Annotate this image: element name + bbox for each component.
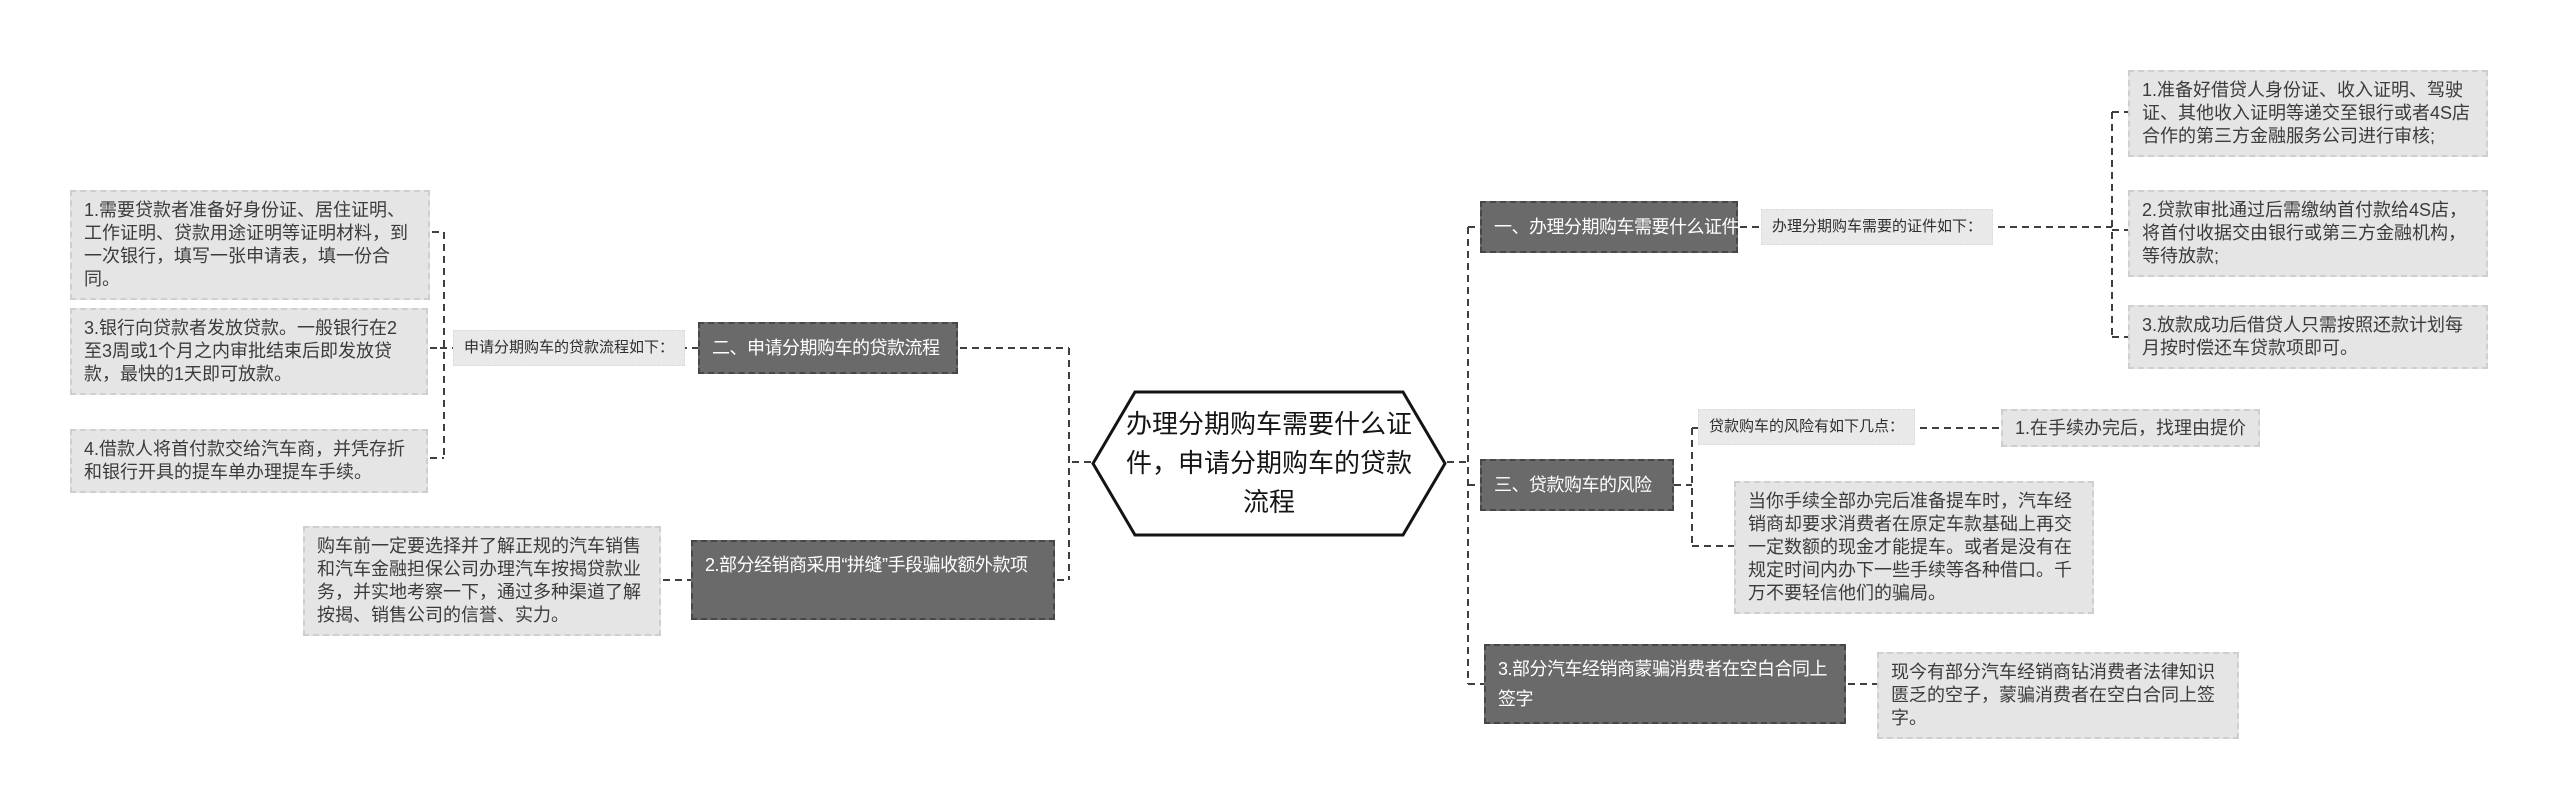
risk-title-block[interactable]: 1.在手续办完后，找理由提价 (2001, 409, 2261, 447)
hint-label-documents: 办理分期购车需要的证件如下： (1761, 209, 1994, 245)
risk-detail-block[interactable]: 当你手续全部办完后准备提车时，汽车经销商却要求消费者在原定车款基础上再交一定数额… (1734, 481, 2094, 614)
hint-label-risks: 贷款购车的风险有如下几点： (1698, 409, 1916, 445)
branch-node-risks[interactable]: 三、贷款购车的风险 (1480, 459, 1674, 511)
branch-node-blank-contract[interactable]: 3.部分汽车经销商蒙骗消费者在空白合同上签字 (1484, 644, 1846, 724)
doc-item-block[interactable]: 2.贷款审批通过后需缴纳首付款给4S店，将首付收据交由银行或第三方金融机构，等待… (2128, 190, 2488, 277)
central-topic-node[interactable]: 办理分期购车需要什么证件，申请分期购车的贷款流程 (1091, 390, 1447, 537)
branch-node-documents[interactable]: 一、办理分期购车需要什么证件 (1480, 201, 1740, 253)
blank-contract-detail-block[interactable]: 现今有部分汽车经销商钻消费者法律知识匮乏的空子，蒙骗消费者在空白合同上签字。 (1877, 652, 2239, 739)
process-item-block[interactable]: 4.借款人将首付款交给汽车商，并凭存折和银行开具的提车单办理提车手续。 (70, 429, 428, 493)
doc-item-block[interactable]: 3.放款成功后借贷人只需按照还款计划每月按时偿还车贷款项即可。 (2128, 305, 2488, 369)
central-topic-text: 办理分期购车需要什么证件，申请分期购车的贷款流程 (1125, 409, 1412, 517)
process-item-block[interactable]: 3.银行向贷款者发放贷款。一般银行在2至3周或1个月之内审批结束后即发放贷款，最… (70, 308, 428, 395)
branch-node-dealer-scam[interactable]: 2.部分经销商采用“拼缝”手段骗收额外款项 (691, 540, 1055, 620)
process-item-block[interactable]: 1.需要贷款者准备好身份证、居住证明、工作证明、贷款用途证明等证明材料，到一次银… (70, 190, 430, 300)
branch-node-process[interactable]: 二、申请分期购车的贷款流程 (698, 322, 958, 374)
dealer-scam-detail-block[interactable]: 购车前一定要选择并了解正规的汽车销售和汽车金融担保公司办理汽车按揭贷款业务，并实… (303, 526, 661, 636)
hexagon-shape (1091, 390, 1447, 537)
doc-item-block[interactable]: 1.准备好借贷人身份证、收入证明、驾驶证、其他收入证明等递交至银行或者4S店合作… (2128, 70, 2488, 157)
hint-label-process: 申请分期购车的贷款流程如下： (453, 330, 686, 366)
